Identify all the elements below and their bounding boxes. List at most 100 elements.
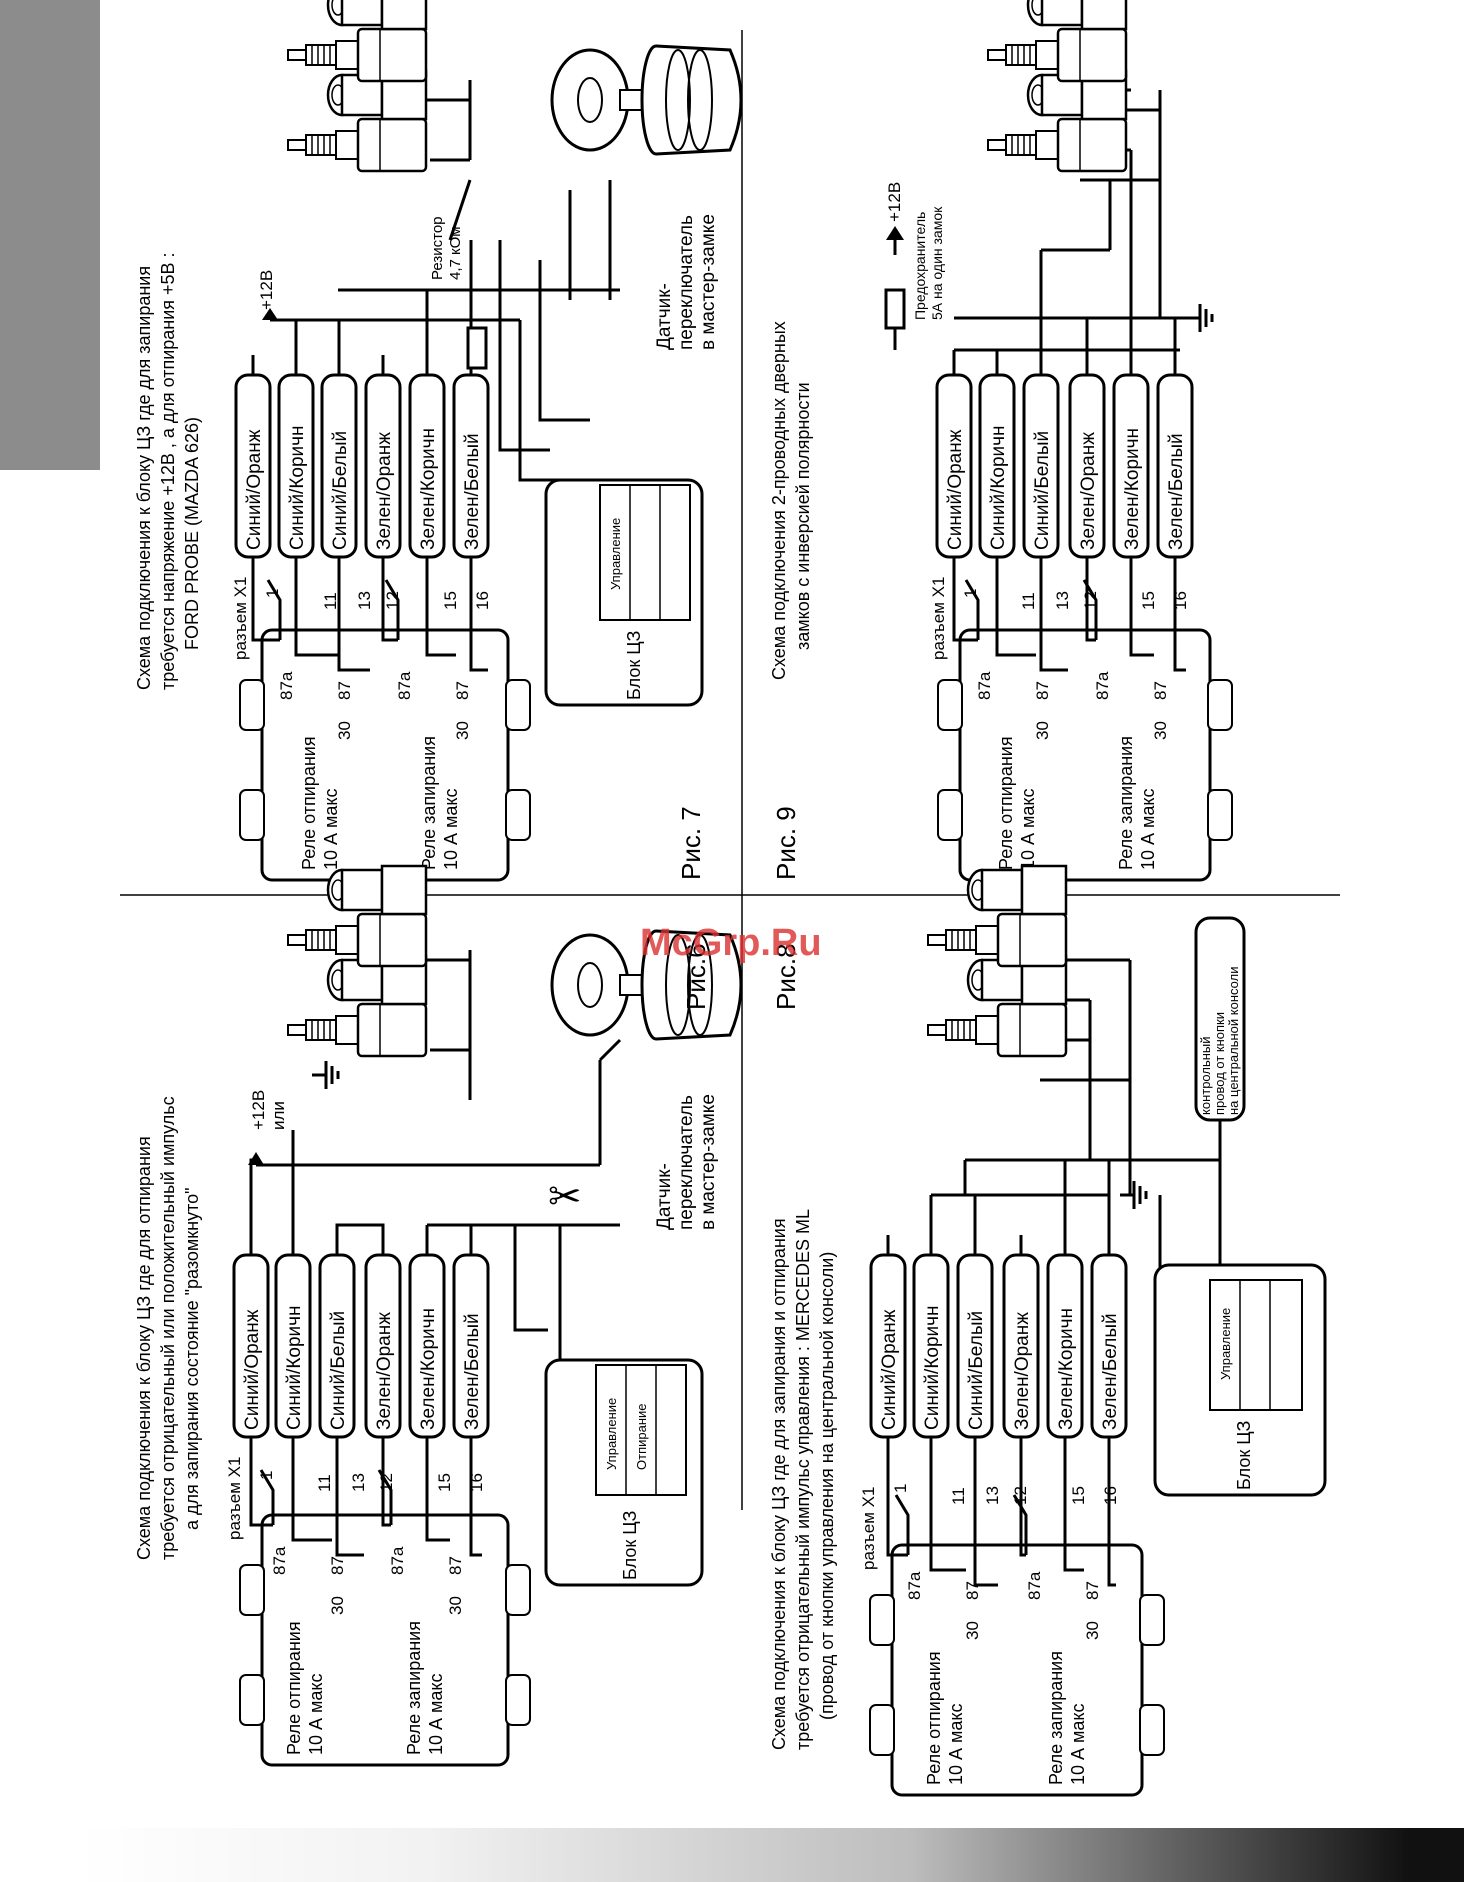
fig9-connector-label: разъем X1 (929, 577, 948, 660)
fig8-relay-block (890, 1543, 1144, 1797)
fig9-pin-87a-unlock: 87a (975, 671, 994, 700)
fig7-connector-label: разъем X1 (231, 577, 250, 660)
fig9-fuse-label-1: Предохранитель (912, 212, 928, 320)
fig6-wire-label-4: Зелен/Оранж (374, 1312, 395, 1430)
fig9-wire-label-4: Зелен/Оранж (1078, 432, 1099, 550)
fig7-master-lock (550, 44, 743, 156)
fig8-relay-lock-rating: 10 А макс (1068, 1704, 1088, 1786)
fig7-control-label: Управление (608, 518, 623, 590)
fig8-pin-87a-lock: 87a (1025, 1571, 1044, 1600)
fig9-relay-unlock-label: Реле отпирания (996, 736, 1016, 870)
fig8-wire-label-2: Синий/Коричн (922, 1305, 943, 1430)
fig9-pin-num-15: 15 (1139, 591, 1158, 610)
fig8-relay-unlock-rating: 10 А макс (946, 1704, 966, 1786)
fig8-pin-30-lock: 30 (1083, 1621, 1102, 1640)
fig7-pin-30-lock: 30 (453, 721, 472, 740)
fig7-wire-label-6: Зелен/Белый (462, 433, 483, 550)
fig9-pin-87a-lock: 87a (1093, 671, 1112, 700)
figure-9: Схема подключения 2-проводных дверных за… (769, 0, 1233, 882)
fig6-pin-num-15: 15 (435, 1473, 454, 1492)
fig8-door-actuator-1 (926, 954, 1068, 1058)
fig7-pin-87a-unlock: 87a (277, 671, 296, 700)
fig6-relay-lock-rating: 10 А макс (426, 1674, 446, 1756)
fig6-pin-num-11: 11 (315, 1474, 334, 1492)
fig7-pin-30-unlock: 30 (335, 721, 354, 740)
fig6-sensor-label-3: в мастер-замке (698, 1094, 719, 1230)
fig8-pin-87a-unlock: 87a (905, 1571, 924, 1600)
fig7-plus12-label: +12В (257, 270, 276, 310)
fig6-sensor-label-2: переключатель (676, 1095, 697, 1230)
fig6-unlocking-label: Отпирание (634, 1404, 649, 1471)
fig6-control-label: Управление (604, 1398, 619, 1470)
fig7-wire-label-2: Синий/Коричн (287, 425, 308, 550)
fig9-relay-block (958, 628, 1212, 882)
fig8-pin-num-15: 15 (1069, 1486, 1088, 1505)
fig6-wire-label-5: Зелен/Коричн (418, 1308, 439, 1430)
fig8-wire-label-5: Зелен/Коричн (1056, 1308, 1077, 1430)
fig9-caption: Рис. 9 (771, 806, 801, 880)
fig6-connector-label: разъем X1 (225, 1457, 244, 1540)
fig8-pin-87-lock: 87 (1083, 1581, 1102, 1600)
fig9-wire-label-6: Зелен/Белый (1166, 433, 1187, 550)
fig7-sensor-label-2: переключатель (676, 215, 697, 350)
fig7-resistor-label-2: 4,7 кОм (447, 226, 464, 280)
fig7-sensor-label-1: Датчик- (654, 283, 675, 350)
fig8-relay-lock-label: Реле запирания (1046, 1651, 1066, 1785)
fig6-pin-87-lock: 87 (446, 1556, 465, 1575)
fig6-pin-87a-lock: 87a (388, 1546, 407, 1575)
fig6-wire-label-1: Синий/Оранж (242, 1309, 263, 1430)
fig6-title-line-2: требуется отрицательный или положительны… (158, 1096, 178, 1560)
fig7-relay-unlock-label: Реле отпирания (299, 736, 319, 870)
fig7-pin-num-16: 16 (473, 591, 492, 610)
fig8-console-label-2: провод от кнопки (1212, 1012, 1227, 1115)
fig9-pin-num-13: 13 (1053, 591, 1072, 610)
fig8-caption: Рис.8 (771, 943, 801, 1010)
fig7-resistor-label-1: Резистор (429, 216, 446, 280)
fig9-title-line-1: Схема подключения 2-проводных дверных (769, 321, 789, 680)
fig8-title-line-3: (провод от кнопки управления на централь… (817, 1252, 837, 1720)
fig9-relay-unlock-rating: 10 А макс (1018, 789, 1038, 871)
fig7-relay-unlock-rating: 10 А макс (321, 789, 341, 871)
fig8-wire-label-6: Зелен/Белый (1100, 1313, 1121, 1430)
fig9-fuse (884, 288, 906, 330)
fig7-control-unit-label: Блок ЦЗ (624, 631, 644, 700)
fig8-title-line-2: требуется отрицательный импульс управлен… (793, 1209, 813, 1750)
fig9-wire-label-2: Синий/Коричн (988, 425, 1009, 550)
fig7-pin-num-15: 15 (441, 591, 460, 610)
fig6-caption: Рис.6 (681, 943, 711, 1010)
fig7-pin-87-lock: 87 (453, 681, 472, 700)
fig8-console-label-1: контрольный (1198, 1036, 1213, 1115)
fig9-wire-label-5: Зелен/Коричн (1122, 428, 1143, 550)
fig8-control-label: Управление (1218, 1308, 1233, 1380)
fig6-relay-block (260, 1513, 510, 1767)
fig9-relay-lock-label: Реле запирания (1116, 736, 1136, 870)
fig7-relay-lock-label: Реле запирания (419, 736, 439, 870)
fig7-pin-num-1: 1 (263, 589, 282, 598)
fig6-relay-unlock-label: Реле отпирания (284, 1621, 304, 1755)
fig6-pin-87a-unlock: 87a (270, 1546, 289, 1575)
fig9-pin-num-11: 11 (1019, 592, 1038, 610)
grey-side-tab (0, 0, 100, 470)
fig7-title-line-3: FORD PROBE (MAZDA 626) (182, 417, 202, 650)
fig9-plus12-label: +12В (885, 182, 904, 222)
fig9-relay-lock-rating: 10 А макс (1138, 789, 1158, 871)
fig9-door-actuator-2 (986, 0, 1128, 83)
fig8-wire-label-3: Синий/Белый (966, 1311, 987, 1430)
fig8-ground-icon (1118, 1179, 1148, 1211)
figure-6: Схема подключения к блоку ЦЗ где для отп… (134, 864, 743, 1767)
fig8-door-actuator-2 (926, 864, 1068, 968)
figure-8: Схема подключения к блоку ЦЗ где для зап… (769, 864, 1327, 1797)
fig6-wire-label-2: Синий/Коричн (284, 1305, 305, 1430)
fig9-title-line-2: замков с инверсией полярности (793, 382, 813, 650)
fig9-pin-30-lock: 30 (1151, 721, 1170, 740)
fig6-relay-unlock-rating: 10 А макс (306, 1674, 326, 1756)
fig9-fuse-label-2: 5А на один замок (929, 206, 945, 320)
fig6-door-actuator-1 (286, 954, 428, 1058)
fig6-title-line-3: а для запирания состояние "разомкнуто" (182, 1187, 202, 1530)
fig9-pin-num-12: 12 (1081, 591, 1100, 610)
fig9-pin-num-1: 1 (961, 589, 980, 598)
watermark: McGrp.Ru (640, 922, 822, 964)
fig6-plus12-label: +12В (249, 1090, 268, 1130)
fig8-console-label-box (1194, 916, 1246, 1122)
